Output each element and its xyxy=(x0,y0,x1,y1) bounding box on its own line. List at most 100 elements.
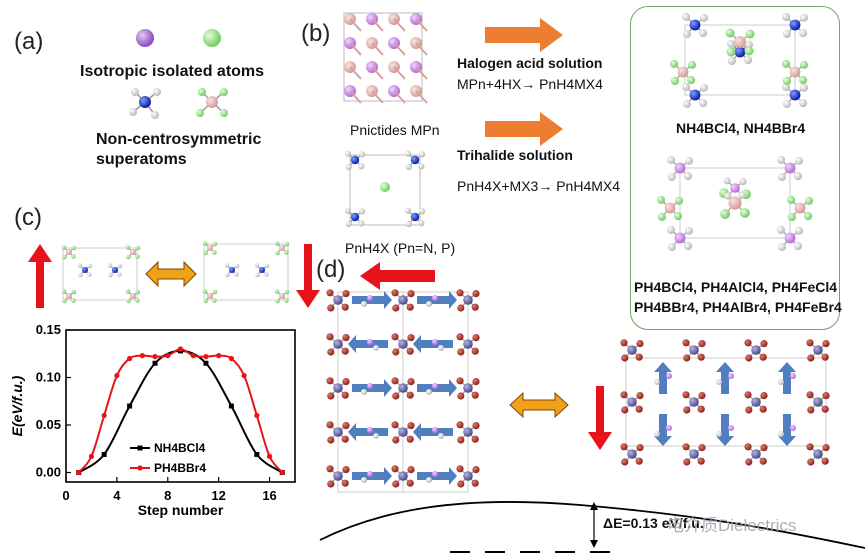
fex4-molecule xyxy=(391,289,415,312)
bcl4-molecule xyxy=(61,289,77,304)
nh4-molecule xyxy=(404,150,426,171)
ph4-compounds-line2: PH4BBr4, PH4AlBr4, PH4FeBr4 xyxy=(634,299,842,315)
fex4-molecule xyxy=(682,443,706,466)
red-arrow-up xyxy=(28,244,52,308)
bcl4-molecule xyxy=(274,289,290,304)
legend-entry: PH4BBr4 xyxy=(130,461,206,475)
nh4-molecule xyxy=(77,263,93,278)
pnictides-label: Pnictides MPn xyxy=(350,122,440,138)
data-point xyxy=(152,360,158,366)
pnh4x-text: PnH4X (Pn=N, P) xyxy=(345,240,456,256)
data-point xyxy=(101,412,107,419)
bcl4-molecule xyxy=(202,289,218,304)
noncentro-label: Non-centrosymmetric superatoms xyxy=(96,130,261,170)
data-point xyxy=(254,412,260,419)
ph4-molecule xyxy=(776,155,804,182)
nh4-molecule xyxy=(726,39,754,66)
ph4-molecule xyxy=(666,225,694,252)
data-point xyxy=(228,355,234,362)
data-point xyxy=(152,354,158,360)
fex4-molecule xyxy=(456,377,480,400)
data-point xyxy=(203,354,209,360)
nh4-molecule xyxy=(681,82,709,109)
double-arrow-c xyxy=(145,260,197,288)
data-point xyxy=(127,403,133,409)
fex4-molecule xyxy=(806,443,830,466)
legend-label: PH4BBr4 xyxy=(154,461,206,475)
fex4-molecule xyxy=(682,339,706,362)
pnh4x-crystal xyxy=(344,150,426,228)
isotropic-label: Isotropic isolated atoms xyxy=(80,63,265,80)
y-axis-label: E(eV/f.u.) xyxy=(9,375,25,436)
noncentro-label-line1: Non-centrosymmetric xyxy=(96,131,262,148)
bcl4-molecule xyxy=(274,241,290,256)
pnh4x-label: PnH4X (Pn=N, P) xyxy=(345,240,455,256)
red-arrow-left xyxy=(360,262,435,290)
orange-arrow-top xyxy=(485,18,563,52)
nh4-compounds: NH4BCl4, NH4BBr4 xyxy=(676,120,806,136)
noncentro-label-line2: superatoms xyxy=(96,151,187,168)
fex4-molecule xyxy=(391,465,415,488)
pnictide-mpn-crystal xyxy=(343,12,428,104)
bcl4-molecule xyxy=(669,59,697,86)
y-tick-label: 0.15 xyxy=(36,322,61,337)
halogen-title: Halogen acid solution xyxy=(457,55,603,71)
nh4-molecule xyxy=(781,82,809,109)
polarization-arrow xyxy=(716,362,734,394)
panel-label-b: (b) xyxy=(301,20,331,47)
rotated-state-crystal xyxy=(620,339,830,466)
ph4-molecule xyxy=(666,155,694,182)
watermark: 电介质Dielectrics xyxy=(667,516,797,535)
data-point xyxy=(127,355,133,362)
bcl4-molecule xyxy=(719,188,751,219)
fex4-molecule xyxy=(620,391,644,414)
nh4-molecule xyxy=(404,207,426,228)
bcl4-molecule xyxy=(725,28,755,57)
nh4-molecule xyxy=(344,207,366,228)
data-point xyxy=(228,403,234,409)
fex4-molecule xyxy=(620,339,644,362)
bcl4-molecule xyxy=(61,245,77,260)
bottom-energy-curve xyxy=(319,501,865,553)
delta-e-label: ΔE=0.13 eV/f.u. xyxy=(603,515,704,531)
x-tick-label: 8 xyxy=(164,488,171,503)
panel-label-d: (d) xyxy=(316,256,346,283)
data-point xyxy=(88,453,95,459)
trihalide-title: Trihalide solution xyxy=(457,147,573,163)
plot-frame xyxy=(65,329,296,483)
bcl4-molecule xyxy=(786,195,814,222)
isotropic-atom-green xyxy=(203,29,221,47)
data-point xyxy=(241,373,247,379)
ordered-state-crystal xyxy=(326,289,480,493)
data-point xyxy=(177,346,184,352)
fex4-molecule xyxy=(456,333,480,356)
halide-atom xyxy=(380,182,390,192)
fex4-molecule xyxy=(391,333,415,356)
fex4-molecule xyxy=(744,391,768,414)
trihalide-equation: PnH4X+MX3→ PnH4MX4 xyxy=(457,178,621,194)
bcl4-molecule xyxy=(125,245,141,260)
polarization-arrow xyxy=(716,414,734,446)
polarization-arrow xyxy=(778,362,796,394)
legend-entry: NH4BCl4 xyxy=(130,441,206,455)
ph4bx4-crystal xyxy=(656,155,814,252)
red-arrow-down xyxy=(296,244,320,308)
x-axis-label: Step number xyxy=(138,502,224,518)
fex4-molecule xyxy=(456,421,480,444)
nh4-molecule xyxy=(107,263,123,278)
fex4-molecule xyxy=(620,443,644,466)
x-tick-label: 12 xyxy=(211,488,225,503)
bcl4-tetrahedron-icon xyxy=(196,88,228,117)
fex4-molecule xyxy=(744,443,768,466)
data-point xyxy=(76,469,82,476)
y-tick-label: 0.00 xyxy=(36,465,61,480)
data-point xyxy=(279,469,285,476)
y-tick-label: 0.10 xyxy=(36,370,61,385)
legend-label: NH4BCl4 xyxy=(154,441,206,455)
fex4-molecule xyxy=(744,339,768,362)
y-tick-label: 0.05 xyxy=(36,417,61,432)
data-point xyxy=(101,451,107,457)
red-arrow-down-d xyxy=(588,386,612,450)
nh4-tetrahedron-icon xyxy=(129,88,161,119)
